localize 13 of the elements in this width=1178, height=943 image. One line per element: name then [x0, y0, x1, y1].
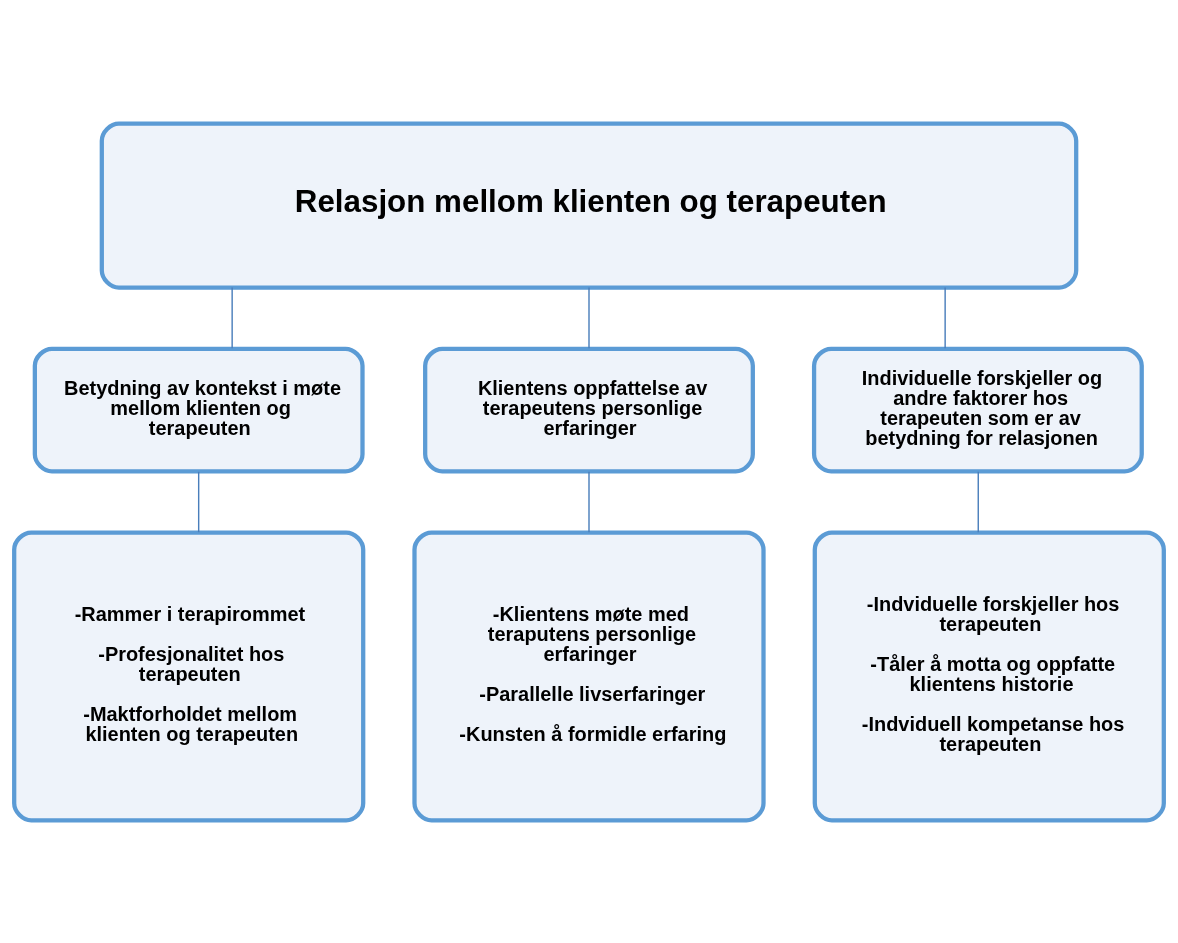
connector — [944, 286, 946, 349]
connector — [197, 470, 200, 533]
connector — [231, 286, 233, 349]
node-box: -Klientens møte med teraputens personlige erfaringer -Parallelle livserfaringer -Kunsten å formidle erfaring — [412, 529, 766, 822]
node-box: Klientens oppfattelse av terapeutens personlige erfaringer — [423, 346, 755, 473]
node-box: Betydning av kontekst i møte mellom klienten og terapeuten — [32, 346, 365, 473]
connector — [977, 470, 979, 533]
connector — [588, 286, 590, 349]
node-box: -Indviduelle forskjeller hos terapeuten -Tåler å motta og oppfatte klientens historie -Indviduell kompetanse hos terapeuten — [812, 529, 1166, 822]
node-box: -Rammer i terapirommet -Profesjonalitet hos terapeuten -Maktforholdet mellom klienten og terapeuten — [12, 529, 366, 822]
connector — [588, 470, 590, 533]
node-box: Relasjon mellom klienten og terapeuten — [99, 121, 1079, 290]
node-box: Individuelle forskjeller og andre faktorer hos terapeuten som er av betydning for relasjonen — [811, 346, 1144, 473]
